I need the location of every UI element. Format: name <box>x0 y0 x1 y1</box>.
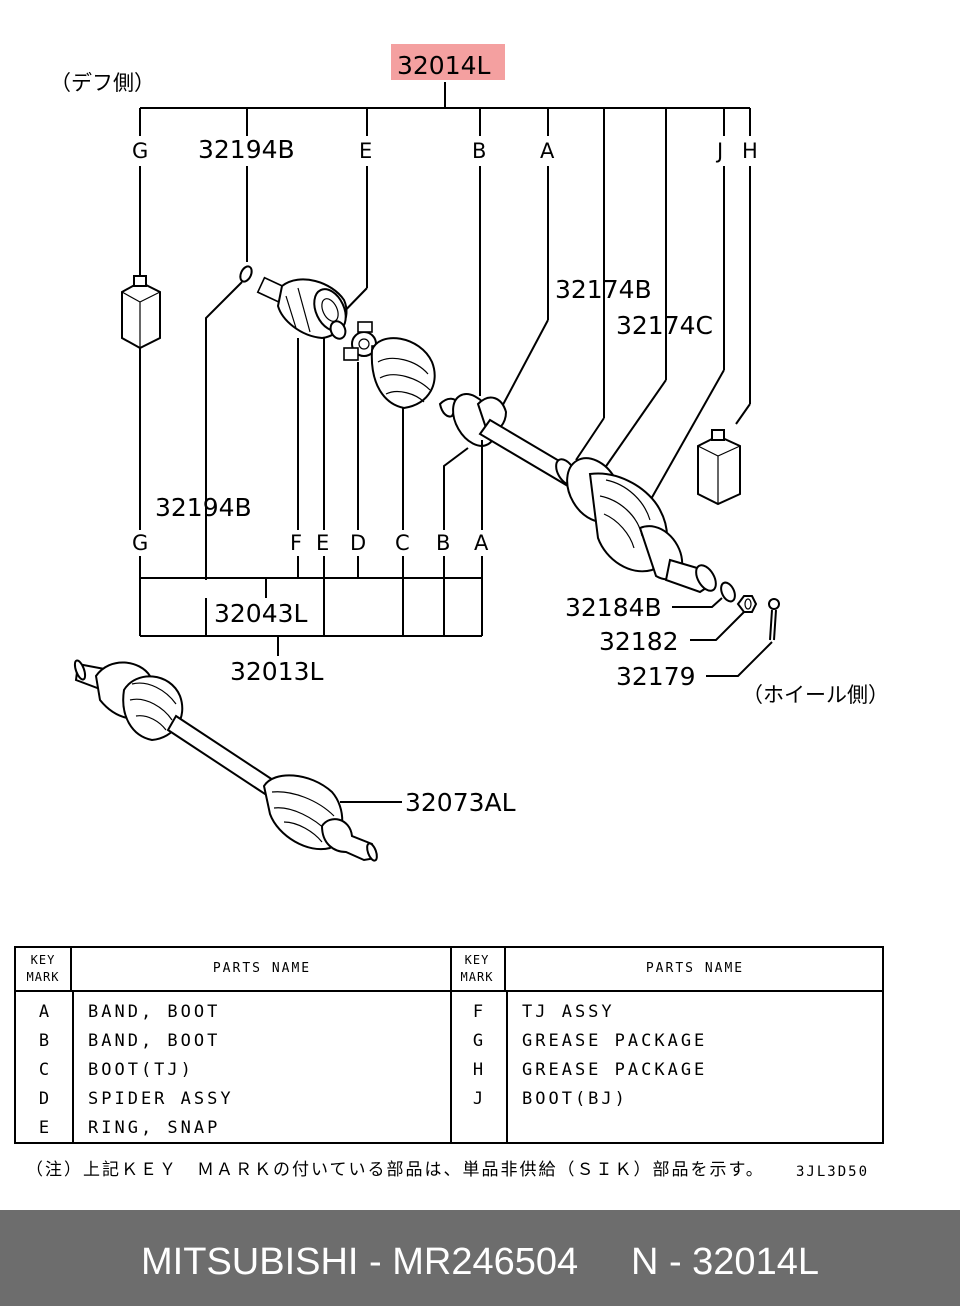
legend-left-half: KEY MARK PARTS NAME A BAND, BOOT B BAND, B… <box>16 948 452 1142</box>
key-mark: D <box>38 1089 50 1109</box>
part-32179-label[interactable]: 32179 <box>616 662 696 691</box>
legend-right-half: KEY MARK PARTS NAME F TJ ASSY G GREASE PAC… <box>450 948 882 1142</box>
part-name: BAND, BOOT <box>88 1031 221 1051</box>
grease-package-h <box>697 429 741 506</box>
part-name: BAND, BOOT <box>88 1002 221 1022</box>
legend-footnote: （注）上記ＫＥＹ ＭＡＲＫの付いている部品は、単品非供給（ＳＩＫ）部品を示す。 <box>26 1160 765 1180</box>
part-32043l-label[interactable]: 32043L <box>214 599 308 628</box>
key-mark: G <box>472 1031 484 1051</box>
key-header-line2: MARK <box>460 970 494 984</box>
part-32174b-label[interactable]: 32174B <box>555 275 652 304</box>
part-name: RING, SNAP <box>88 1118 221 1138</box>
part-number-banner: MITSUBISHI - MR246504 N - 32014L <box>0 1210 960 1306</box>
part-32174c-label[interactable]: 32174C <box>616 311 713 340</box>
snap-ring-e <box>329 320 347 340</box>
legend-row: E RING, SNAP <box>16 1118 450 1147</box>
bottom-key-a: A <box>474 531 489 555</box>
washer-32184b <box>720 581 736 603</box>
bottom-key-b: B <box>436 531 450 555</box>
key-header-line1: KEY <box>464 953 490 967</box>
key-mark: H <box>472 1060 484 1080</box>
bottom-key-e: E <box>316 531 329 555</box>
part-name: TJ ASSY <box>522 1002 615 1022</box>
top-key-j: J <box>715 139 723 163</box>
nut-32182 <box>736 595 758 613</box>
cotter-pin-32179 <box>768 598 780 641</box>
top-key-e: E <box>359 139 372 163</box>
top-key-g: G <box>132 139 148 163</box>
exploded-parts-diagram: 32014L （デフ側） G 32194B E B A J H <box>50 44 889 862</box>
key-mark: E <box>38 1118 50 1138</box>
legend-left-header: KEY MARK PARTS NAME <box>16 948 450 992</box>
key-mark: J <box>472 1089 484 1109</box>
main-part-highlight <box>391 44 505 80</box>
part-32194b-mid-label[interactable]: 32194B <box>155 493 252 522</box>
legend-row: J BOOT(BJ) <box>450 1089 882 1118</box>
tj-assy-f <box>256 276 348 340</box>
key-mark: A <box>38 1002 50 1022</box>
top-bracket <box>139 82 751 418</box>
key-mark: B <box>38 1031 50 1051</box>
grease-package-g <box>121 275 161 350</box>
key-header-line1: KEY <box>30 953 56 967</box>
part-name: SPIDER ASSY <box>88 1089 234 1109</box>
key-header-line2: MARK <box>26 970 60 984</box>
legend-row: B BAND, BOOT <box>16 1031 450 1060</box>
wheel-side-label: （ホイール側） <box>742 683 889 707</box>
complete-driveshaft-32073al <box>73 659 378 862</box>
key-mark: F <box>472 1002 484 1022</box>
legend-row: D SPIDER ASSY <box>16 1089 450 1118</box>
leader-lines-top <box>139 166 751 509</box>
legend-row: G GREASE PACKAGE <box>450 1031 882 1060</box>
legend-right-header: KEY MARK PARTS NAME <box>450 948 882 992</box>
driveshaft-assembly <box>438 393 717 594</box>
diff-side-label: （デフ側） <box>50 71 155 95</box>
part-name: GREASE PACKAGE <box>522 1031 708 1051</box>
legend-row: H GREASE PACKAGE <box>450 1060 882 1089</box>
snap-ring-32194b <box>239 265 253 283</box>
main-part-number[interactable]: 32014L <box>397 51 491 80</box>
part-name: GREASE PACKAGE <box>522 1060 708 1080</box>
bottom-key-f: F <box>290 531 302 555</box>
legend-row: A BAND, BOOT <box>16 1002 450 1031</box>
part-32013l-label[interactable]: 32013L <box>230 657 324 686</box>
bottom-key-d: D <box>350 531 366 555</box>
part-name: BOOT(TJ) <box>88 1060 194 1080</box>
legend-row: F TJ ASSY <box>450 1002 882 1031</box>
parts-name-header: PARTS NAME <box>645 961 745 976</box>
parts-name-header: PARTS NAME <box>212 961 312 976</box>
diagram-code: 3JL3D50 <box>796 1164 870 1180</box>
key-mark: C <box>38 1060 50 1080</box>
part-32182-label[interactable]: 32182 <box>599 627 679 656</box>
part-32073al-label[interactable]: 32073AL <box>405 788 516 817</box>
top-key-h: H <box>742 139 758 163</box>
key-mark-header: KEY MARK <box>16 948 72 990</box>
boot-tj-c <box>370 337 436 410</box>
top-key-b: B <box>472 139 486 163</box>
leader-lines-bottom <box>139 338 483 656</box>
bottom-key-g: G <box>132 531 148 555</box>
part-32194b-top-label[interactable]: 32194B <box>198 135 295 164</box>
parts-legend-table: KEY MARK PARTS NAME A BAND, BOOT B BAND, B… <box>14 946 884 1144</box>
bottom-key-c: C <box>395 531 410 555</box>
key-mark-header: KEY MARK <box>450 948 506 990</box>
part-32184b-label[interactable]: 32184B <box>565 593 662 622</box>
part-name: BOOT(BJ) <box>522 1089 628 1109</box>
legend-row: C BOOT(TJ) <box>16 1060 450 1089</box>
top-key-a: A <box>540 139 555 163</box>
